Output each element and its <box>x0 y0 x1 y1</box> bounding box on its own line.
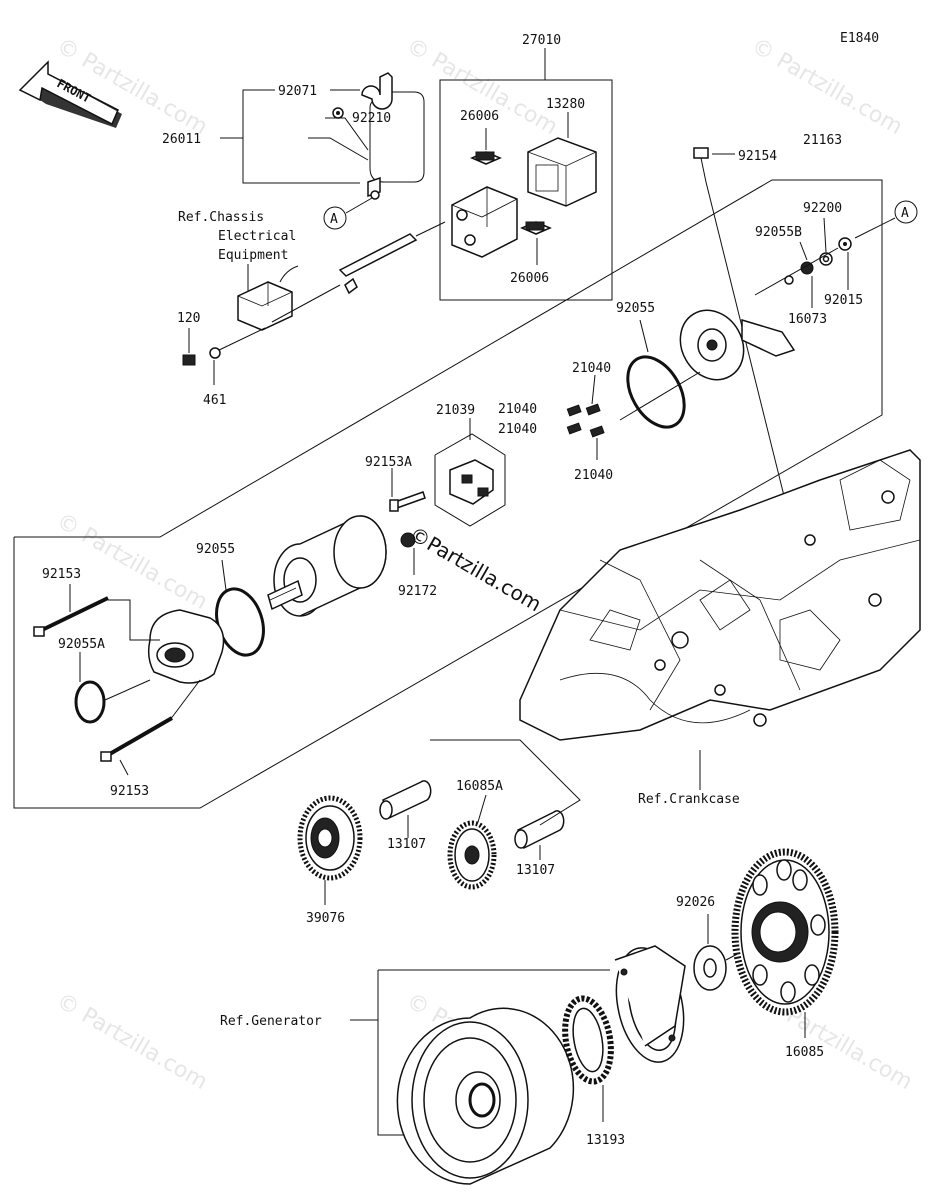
callout-label: A <box>901 206 909 221</box>
screw-92172 <box>400 532 416 575</box>
shaft-13107-a <box>379 780 432 838</box>
bolt-120 <box>182 328 196 366</box>
callout-a-left: A <box>323 197 373 230</box>
one-way-clutch <box>562 995 614 1122</box>
watermark: © Partzilla.com <box>747 34 907 141</box>
part-label-92055B: 92055B <box>755 225 802 240</box>
part-label-13193: 13193 <box>586 1133 625 1148</box>
callout-a-right: A <box>854 200 918 239</box>
ref-generator: Ref.Generator <box>220 1014 322 1029</box>
callout-label: A <box>330 212 338 227</box>
diagram-code: E1840 <box>840 31 879 46</box>
part-label-26006: 26006 <box>510 271 549 286</box>
ref-chassis-line1: Ref.Chassis <box>178 210 264 225</box>
part-label-92153: 92153 <box>110 784 149 799</box>
gear-16085 <box>731 848 839 1038</box>
part-label-92026: 92026 <box>676 895 715 910</box>
part-label-21039: 21039 <box>436 403 475 418</box>
part-label-92055A: 92055A <box>58 637 105 652</box>
watermark: © Partzilla.com <box>52 509 212 616</box>
part-label-26011: 26011 <box>162 132 201 147</box>
generator-rotor <box>396 1007 575 1185</box>
part-label-120: 120 <box>177 311 200 326</box>
shaft-13107-b <box>514 810 565 860</box>
part-label-92015: 92015 <box>824 293 863 308</box>
clutch-housing <box>614 945 686 1063</box>
part-label-92153: 92153 <box>42 567 81 582</box>
part-label-92055: 92055 <box>616 301 655 316</box>
part-label-92172: 92172 <box>398 584 437 599</box>
bolt-92154 <box>693 147 791 521</box>
idle-gear-39076 <box>297 795 363 905</box>
part-label-92200: 92200 <box>803 201 842 216</box>
screw-92153A <box>389 468 426 512</box>
part-label-21163: 21163 <box>803 133 842 148</box>
brand-watermark: ©Partzilla.com <box>406 522 546 617</box>
part-label-92055: 92055 <box>196 542 235 557</box>
part-label-21040: 21040 <box>574 468 613 483</box>
watermark: © Partzilla.com <box>402 34 562 141</box>
crankcase <box>519 449 921 741</box>
part-label-39076: 39076 <box>306 911 345 926</box>
relay-kit-group <box>439 48 613 301</box>
brush-holder <box>449 418 494 505</box>
gear-16085A <box>447 794 497 890</box>
long-bolt-lower <box>100 679 201 762</box>
part-label-21040: 21040 <box>572 361 611 376</box>
part-label-16085A: 16085A <box>456 779 503 794</box>
small-hardware <box>754 217 852 308</box>
ref-chassis-line3: Equipment <box>218 248 288 263</box>
part-label-21040: 21040 <box>498 402 537 417</box>
part-label-13280: 13280 <box>546 97 585 112</box>
starter-cable <box>332 72 446 295</box>
front-end-cover <box>147 609 225 684</box>
brush-springs <box>566 374 605 460</box>
ref-crankcase: Ref.Crankcase <box>638 792 740 807</box>
part-label-461: 461 <box>203 393 226 408</box>
long-bolt-upper <box>33 596 160 641</box>
ref-chassis-line2: Electrical <box>218 229 296 244</box>
motor-yoke <box>267 515 387 617</box>
part-label-13107: 13107 <box>516 863 555 878</box>
rear-end-cover <box>619 309 796 421</box>
part-label-13107: 13107 <box>387 837 426 852</box>
part-label-27010: 27010 <box>522 33 561 48</box>
part-label-26006: 26006 <box>460 109 499 124</box>
part-label-16073: 16073 <box>788 312 827 327</box>
part-label-21040: 21040 <box>498 422 537 437</box>
part-label-92071: 92071 <box>278 84 317 99</box>
chassis-bracket <box>214 265 341 353</box>
watermark: © Partzilla.com <box>52 989 212 1096</box>
part-label-92154: 92154 <box>738 149 777 164</box>
part-label-92153A: 92153A <box>365 455 412 470</box>
part-label-92210: 92210 <box>352 111 391 126</box>
washer-461 <box>209 347 221 385</box>
part-label-16085: 16085 <box>785 1045 824 1060</box>
